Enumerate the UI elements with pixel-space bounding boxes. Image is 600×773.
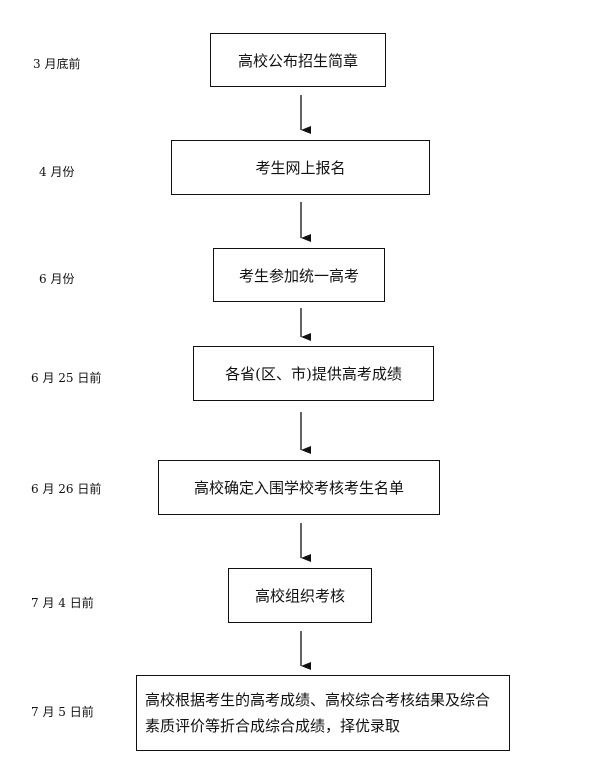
step-text-2: 考生网上报名 — [255, 159, 346, 177]
step-text-4: 各省(区、市)提供高考成绩 — [225, 365, 402, 383]
date-label-5: 6 月 26 日前 — [31, 482, 102, 496]
date-label-4: 6 月 25 日前 — [31, 371, 102, 385]
date-label-7: 7 月 5 日前 — [31, 705, 94, 719]
date-label-1: 3 月底前 — [33, 57, 81, 71]
step-text-6: 高校组织考核 — [254, 587, 345, 605]
step-text-1: 高校公布招生简章 — [237, 51, 358, 70]
date-label-6: 7 月 4 日前 — [31, 596, 94, 610]
date-label-3: 6 月份 — [39, 272, 75, 286]
step-text-7-line-2: 素质评价等折合成综合成绩，择优录取 — [145, 717, 401, 735]
step-box-5: 高校确定入围学校考核考生名单 — [158, 460, 440, 515]
step-text-3: 考生参加统一高考 — [238, 266, 359, 285]
step-box-3: 考生参加统一高考 — [213, 248, 385, 302]
step-box-6: 高校组织考核 — [228, 568, 372, 623]
step-box-1: 高校公布招生简章 — [210, 33, 386, 87]
date-label-2: 4 月份 — [39, 165, 75, 179]
step-box-2: 考生网上报名 — [171, 140, 430, 195]
step-text-5: 高校确定入围学校考核考生名单 — [193, 479, 404, 497]
step-box-4: 各省(区、市)提供高考成绩 — [193, 346, 434, 401]
step-box-7: 高校根据考生的高考成绩、高校综合考核结果及综合 素质评价等折合成综合成绩，择优录… — [136, 675, 510, 751]
step-text-7-line-1: 高校根据考生的高考成绩、高校综合考核结果及综合 — [145, 691, 491, 709]
